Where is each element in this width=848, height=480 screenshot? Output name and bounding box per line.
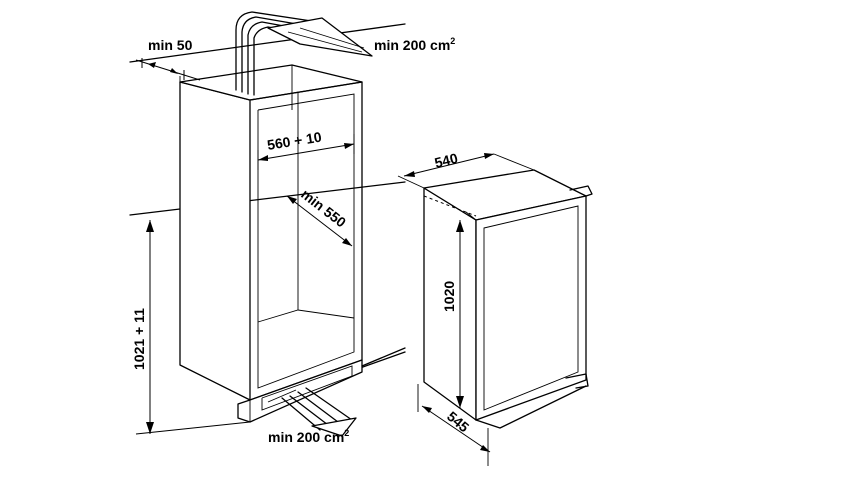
dim-fridge-depth xyxy=(417,384,491,466)
fridge-appliance xyxy=(423,169,593,429)
dim-niche-height xyxy=(135,220,251,435)
dim-gap-top xyxy=(135,58,201,90)
top-vent-airflow xyxy=(235,11,373,96)
ceiling-line xyxy=(129,23,406,63)
label-niche-width: 560 + 10 xyxy=(266,129,323,153)
dim-fridge-width xyxy=(397,153,535,189)
label-vent-top-text: min 200 cm xyxy=(374,37,450,53)
label-vent-bottom-text: min 200 cm xyxy=(268,429,344,445)
dim-fridge-height xyxy=(456,220,464,408)
label-fridge-height: 1020 xyxy=(441,281,457,312)
wall-line-upper xyxy=(129,181,406,216)
dim-niche-depth xyxy=(286,195,353,247)
label-fridge-width: 540 xyxy=(433,150,460,171)
label-vent-top-sup: 2 xyxy=(450,36,455,46)
dim-niche-width xyxy=(257,134,355,170)
label-vent-bottom: min 200 cm2 xyxy=(268,428,349,445)
label-vent-top: min 200 cm2 xyxy=(374,36,455,53)
bottom-vent-airflow xyxy=(267,387,357,437)
label-gap-top: min 50 xyxy=(148,37,193,53)
label-niche-height: 1021 + 11 xyxy=(131,308,147,370)
label-vent-bottom-sup: 2 xyxy=(344,428,349,438)
cabinet-niche xyxy=(179,64,406,423)
